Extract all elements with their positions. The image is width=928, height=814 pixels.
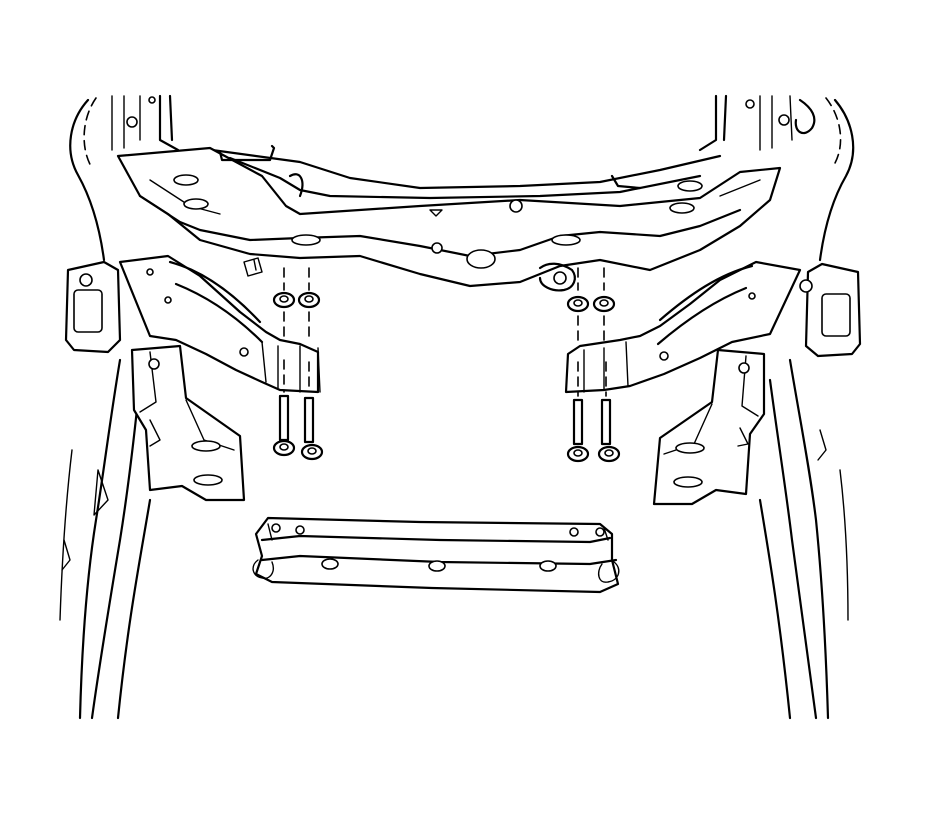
left-body-rail bbox=[59, 94, 180, 720]
left-fasteners bbox=[272, 267, 324, 461]
right-nut-2 bbox=[592, 295, 616, 313]
left-nut-1 bbox=[272, 291, 296, 309]
right-nut-1 bbox=[566, 295, 590, 313]
right-body-rail bbox=[698, 94, 855, 720]
right-bolt-2 bbox=[597, 398, 621, 463]
transmission-support-brace bbox=[252, 516, 620, 594]
left-nut-2 bbox=[297, 291, 321, 309]
left-bolt-2 bbox=[300, 396, 324, 461]
left-bolt-1 bbox=[272, 394, 296, 457]
right-cradle-arm bbox=[564, 260, 862, 506]
left-cradle-arm bbox=[64, 254, 321, 502]
right-fasteners bbox=[566, 267, 621, 463]
front-frame-cradle bbox=[116, 144, 782, 292]
right-bolt-1 bbox=[566, 398, 590, 463]
